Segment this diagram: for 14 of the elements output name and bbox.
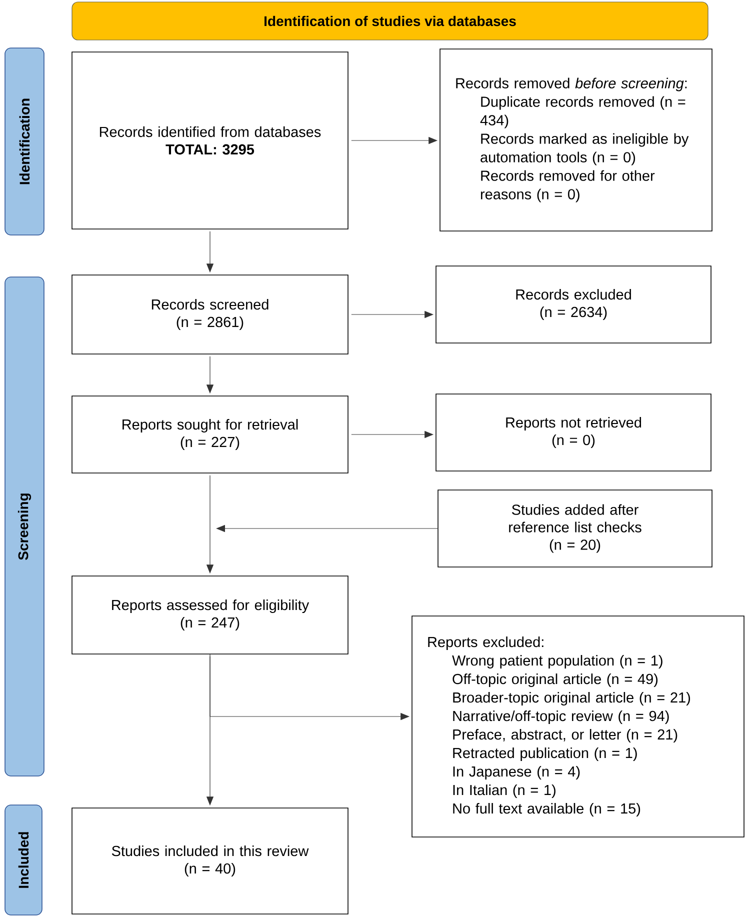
process-box: Reports assessed for eligibility (n = 247) xyxy=(72,576,348,654)
process-box: Records identified from databases TOTAL: 3295 xyxy=(72,52,348,230)
phase-label: Identification xyxy=(4,48,44,236)
exclusion-box: Records excluded (n = 2634) xyxy=(436,266,712,344)
exclusion-box: Records removed before screening: Duplicate records removed (n = 434) Records marked as ineligible by automation tools (n = 0) Records removed for other reasons (n = 0) xyxy=(440,48,712,232)
exclusion-box: Reports not retrieved (n = 0) xyxy=(436,394,712,472)
section-banner: Identification of studies via databases xyxy=(72,2,708,40)
phase-label: Screening xyxy=(4,276,44,776)
phase-label: Included xyxy=(4,804,42,916)
process-box: Reports sought for retrieval (n = 227) xyxy=(72,396,348,474)
process-box: Studies added after reference list checks (n = 20) xyxy=(438,490,712,568)
process-box: Records screened (n = 2861) xyxy=(72,274,348,354)
process-box: Studies included in this review (n = 40) xyxy=(72,808,348,914)
exclusion-box: Reports excluded: Wrong patient population (n = 1) Off-topic original article (n = 49) Broader-topic original article (n = 21) Narrative/off-topic review (n = 94) Preface, abstract, or letter (n = 21) Retracted publication (n = 1) In Japanese (n = 4) In Italian (n = 1) No full text available (n = 15) xyxy=(412,616,744,838)
